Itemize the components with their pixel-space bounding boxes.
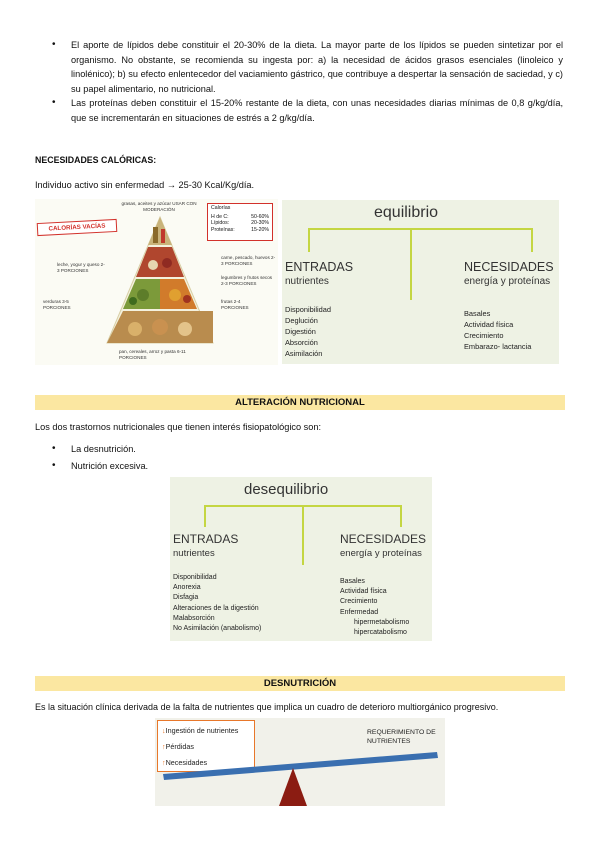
intro-bullet-list: El aporte de lípidos debe constituir el … (35, 38, 563, 125)
desequilibrio-center-tick (302, 505, 304, 565)
calories-box-row: Proteínas: 15-20% (211, 226, 269, 233)
section-band-desnutricion: DESNUTRICIÓN (35, 676, 565, 691)
pyramid-label-grains: pan, cereales, arroz y pasta 6-11 PORCIO… (119, 349, 186, 360)
pyramid-top-label: grasas, aceites y azúcar USAR CON MODERA… (121, 201, 197, 212)
pyramid-label-fruits: frutas 2-4 PORCIONES (221, 299, 249, 310)
arrow-up-icon: ↑ (162, 758, 166, 767)
desequilibrio-right-tick (400, 505, 402, 527)
equilibrio-right-tick (531, 228, 533, 252)
list-item: Disfagia (173, 594, 199, 602)
requirement-label: REQUERIMIENTO DE NUTRIENTES (367, 729, 436, 745)
desequilibrio-left-tick (204, 505, 206, 527)
equilibrio-right-subheading: energía y proteínas (464, 276, 551, 287)
calories-box: Calorías H de C: 50-60% Lípidos: 20-30% … (207, 203, 273, 241)
equilibrio-right-heading: NECESIDADES (464, 260, 554, 274)
seesaw-icon (163, 752, 438, 806)
list-item: Alteraciones de la digestión (173, 604, 259, 612)
list-item: Embarazo- lactancia (464, 342, 532, 351)
desequilibrio-figure: desequilibrio ENTRADAS nutrientes Dispon… (170, 477, 432, 641)
list-item: ↓Ingestión de nutrientes (162, 726, 239, 735)
arrow-down-icon: ↓ (162, 726, 166, 735)
arrow-up-icon: ↑ (162, 742, 166, 751)
equilibrio-title: equilibrio (374, 204, 439, 221)
pyramid-label-vegetables: verduras 3-5 PORCIONES (43, 299, 71, 310)
list-item: hipermetabolismo (354, 618, 410, 626)
list-item: Anorexia (173, 584, 201, 592)
equilibrio-left-tick (308, 228, 310, 252)
equilibrio-left-heading: ENTRADAS (285, 260, 354, 274)
pyramid-label-meat: carne, pescado, huevos 2-3 PORCIONES (221, 255, 276, 266)
equilibrio-left-list: Disponibilidad Deglución Digestión Absor… (285, 304, 331, 359)
equilibrio-top-line (308, 228, 533, 230)
alteracion-text: Los dos trastornos nutricionales que tie… (35, 422, 322, 432)
food-pyramid-figure: CALORÍAS VACÍAS grasas, aceites y azúcar… (35, 199, 278, 365)
equilibrio-figure: equilibrio ENTRADAS nutrientes Disponibi… (282, 200, 559, 364)
list-item: Absorción (285, 338, 318, 347)
nutrient-factors-box: ↓Ingestión de nutrientes ↑Pérdidas ↑Nece… (157, 720, 255, 772)
pyramid-icon (106, 215, 214, 344)
list-item: hipercatabolismo (354, 629, 407, 637)
desequilibrio-left-heading: ENTRADAS (173, 532, 239, 546)
desequilibrio-left-list: Disponibilidad Anorexia Disfagia Alterac… (173, 573, 261, 634)
desequilibrio-left-subheading: nutrientes (173, 548, 215, 559)
equilibrio-right-list: Basales Actividad física Crecimiento Emb… (464, 308, 531, 352)
desequilibrio-right-list: Basales Actividad física Crecimiento Enf… (340, 577, 409, 638)
section-band-alteracion: ALTERACIÓN NUTRICIONAL (35, 395, 565, 410)
list-item: La desnutrición. (35, 442, 335, 457)
list-item: Basales (340, 578, 365, 585)
balance-figure: ↓Ingestión de nutrientes ↑Pérdidas ↑Nece… (155, 718, 445, 806)
desequilibrio-right-heading: NECESIDADES (340, 532, 427, 546)
list-item: Basales (464, 309, 491, 318)
desequilibrio-title: desequilibrio (244, 481, 329, 498)
desnutricion-text: Es la situación clínica derivada de la f… (35, 702, 499, 712)
list-item: Nutrición excesiva. (35, 459, 335, 474)
calories-box-title: Calorías (211, 205, 231, 211)
list-item: Enfermedad (340, 608, 379, 616)
list-item: Disponibilidad (285, 305, 332, 314)
caloric-text: Individuo activo sin enfermedad → 25-30 … (35, 180, 255, 190)
pyramid-label-dairy: leche, yogur y queso 2-3 PORCIONES (57, 262, 105, 273)
equilibrio-left-subheading: nutrientes (285, 276, 329, 287)
calories-box-row: Lípidos: 20-30% (211, 220, 269, 227)
alteracion-bullet-list: La desnutrición. Nutrición excesiva. (35, 442, 335, 473)
caloric-heading: NECESIDADES CALÓRICAS: (35, 155, 157, 165)
desequilibrio-right-subheading: energía y proteínas (340, 548, 422, 559)
list-item: Actividad física (340, 588, 387, 596)
calories-box-row: H de C: 50-60% (211, 213, 269, 220)
list-item: ↑Pérdidas (162, 742, 194, 751)
list-item: No Asimilación (anabolismo) (173, 625, 262, 633)
list-item: Actividad física (464, 320, 514, 329)
pyramid-label-legumes: legumbres y frutos secos 2-3 PORCIONES (221, 275, 273, 286)
list-item: Crecimiento (340, 598, 378, 606)
list-item: ↑Necesidades (162, 758, 208, 767)
equilibrio-center-tick (410, 228, 412, 300)
list-item: Digestión (285, 327, 316, 336)
bullet-proteins: Las proteínas deben constituir el 15-20%… (35, 96, 563, 125)
empty-calories-label: CALORÍAS VACÍAS (48, 222, 106, 233)
bullet-lipids: El aporte de lípidos debe constituir el … (35, 38, 563, 96)
list-item: Malabsorción (173, 614, 215, 622)
list-item: Deglución (285, 316, 318, 325)
list-item: Disponibilidad (173, 574, 217, 581)
list-item: Asimilación (285, 349, 323, 358)
list-item: Crecimiento (464, 331, 504, 340)
